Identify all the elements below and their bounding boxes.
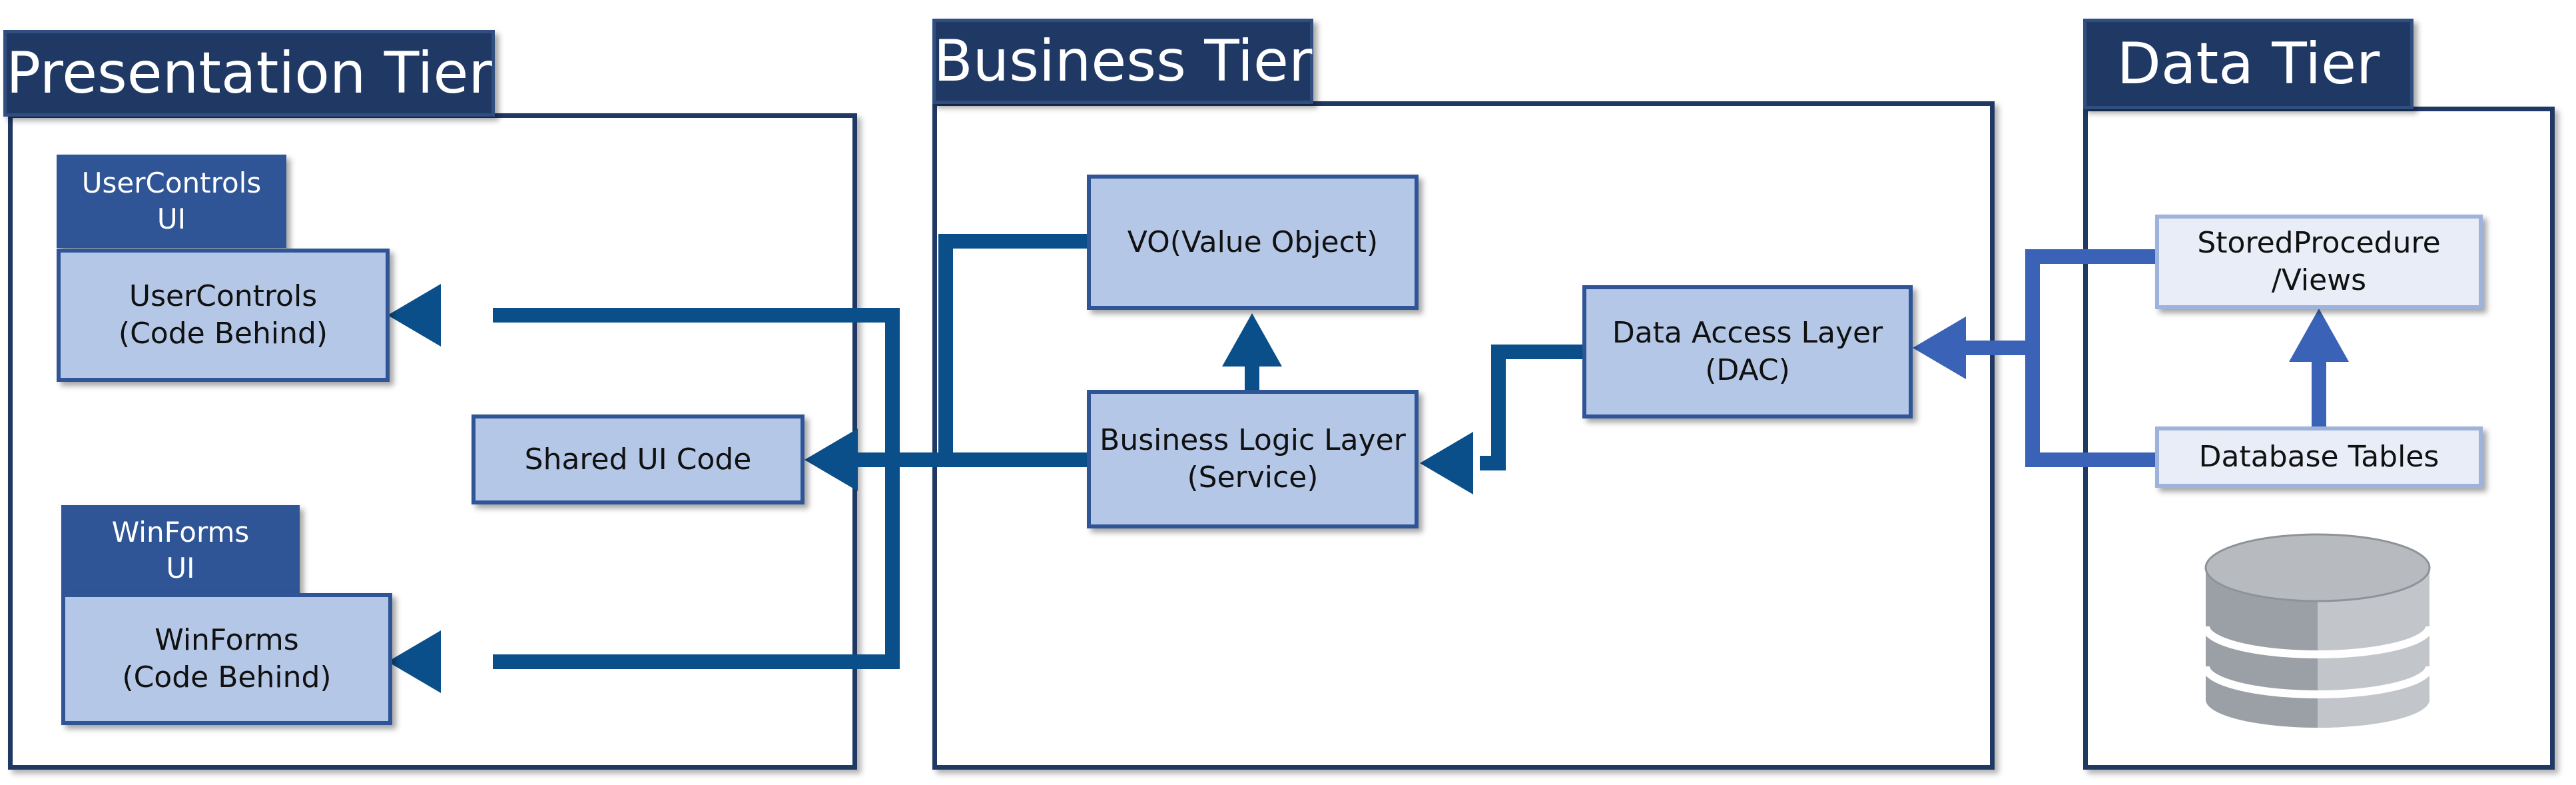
shared-to-winforms-connector xyxy=(493,460,900,669)
storedprocedure-arrowhead xyxy=(2289,309,2349,362)
dal-to-bll-connector xyxy=(1480,345,1582,470)
database-tables-box: Database Tables xyxy=(2155,426,2483,488)
storedprocedure-to-dal-connector xyxy=(2025,249,2155,467)
winforms-code-behind-box: WinForms (Code Behind) xyxy=(61,593,392,725)
usercontrols-arrowhead xyxy=(388,284,441,347)
winforms-ui-tab: WinForms UI xyxy=(61,505,300,595)
storedprocedure-views-box: StoredProcedure /Views xyxy=(2155,215,2483,309)
winforms-arrowhead xyxy=(388,630,441,693)
business-tier-title: Business Tier xyxy=(932,19,1313,104)
shared-ui-arrowhead xyxy=(805,428,858,491)
data-access-layer-box: Data Access Layer (DAC) xyxy=(1582,285,1913,418)
vo-to-shared-connector xyxy=(938,234,1087,460)
usercontrols-code-behind-box: UserControls (Code Behind) xyxy=(57,249,390,382)
bll-arrowhead xyxy=(1420,432,1473,494)
usercontrols-ui-tab: UserControls UI xyxy=(57,155,286,248)
dal-arrowhead xyxy=(1913,317,1966,379)
business-logic-layer-box: Business Logic Layer (Service) xyxy=(1087,390,1419,528)
data-tier-title: Data Tier xyxy=(2083,19,2414,109)
value-object-box: VO(Value Object) xyxy=(1087,175,1419,310)
presentation-tier-title: Presentation Tier xyxy=(3,30,495,117)
database-cylinder-icon xyxy=(2202,533,2433,728)
shared-to-usercontrols-connector xyxy=(493,308,900,460)
vo-arrowhead xyxy=(1222,313,1282,367)
shared-ui-code-box: Shared UI Code xyxy=(472,414,805,504)
